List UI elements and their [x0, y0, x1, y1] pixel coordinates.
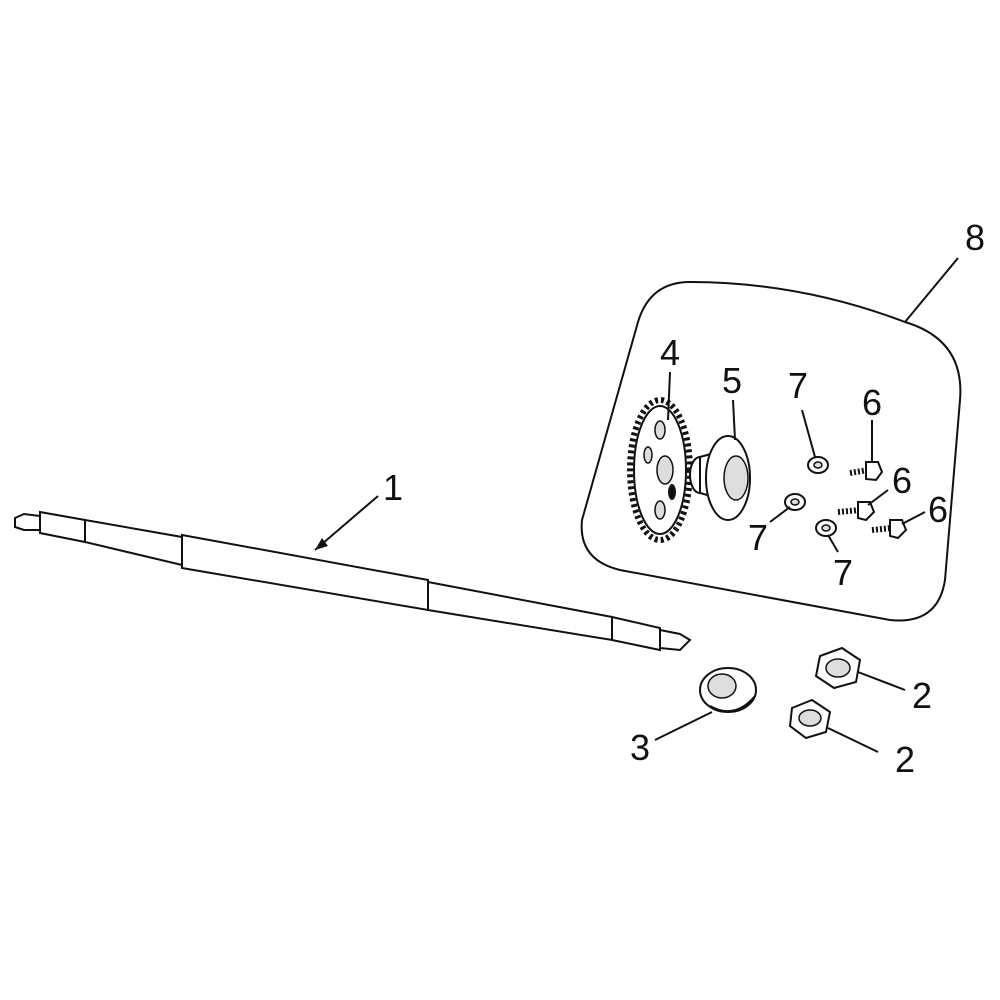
sprocket [627, 397, 693, 543]
callout-nut-upper: 2 [912, 675, 932, 716]
callout-bolt-b: 6 [892, 460, 912, 501]
kit-outline [580, 280, 962, 622]
hub [689, 435, 751, 521]
callout-bolt-c: 6 [928, 489, 948, 530]
callout-nut-lower: 2 [895, 739, 915, 780]
callout-washer-a: 7 [788, 365, 808, 406]
spacer [699, 667, 757, 713]
leader-lines [314, 257, 959, 753]
callout-axle: 1 [383, 467, 403, 508]
callout-washer-c: 7 [833, 552, 853, 593]
washers [784, 456, 837, 537]
callout-bolt-a: 6 [862, 382, 882, 423]
axle [14, 510, 692, 652]
bolts [837, 461, 908, 540]
callout-sprocket: 4 [660, 332, 680, 373]
callout-kit: 8 [965, 217, 985, 258]
callout-hub: 5 [722, 360, 742, 401]
callout-spacer: 3 [630, 727, 650, 768]
nuts [788, 646, 862, 740]
callout-washer-b: 7 [748, 517, 768, 558]
